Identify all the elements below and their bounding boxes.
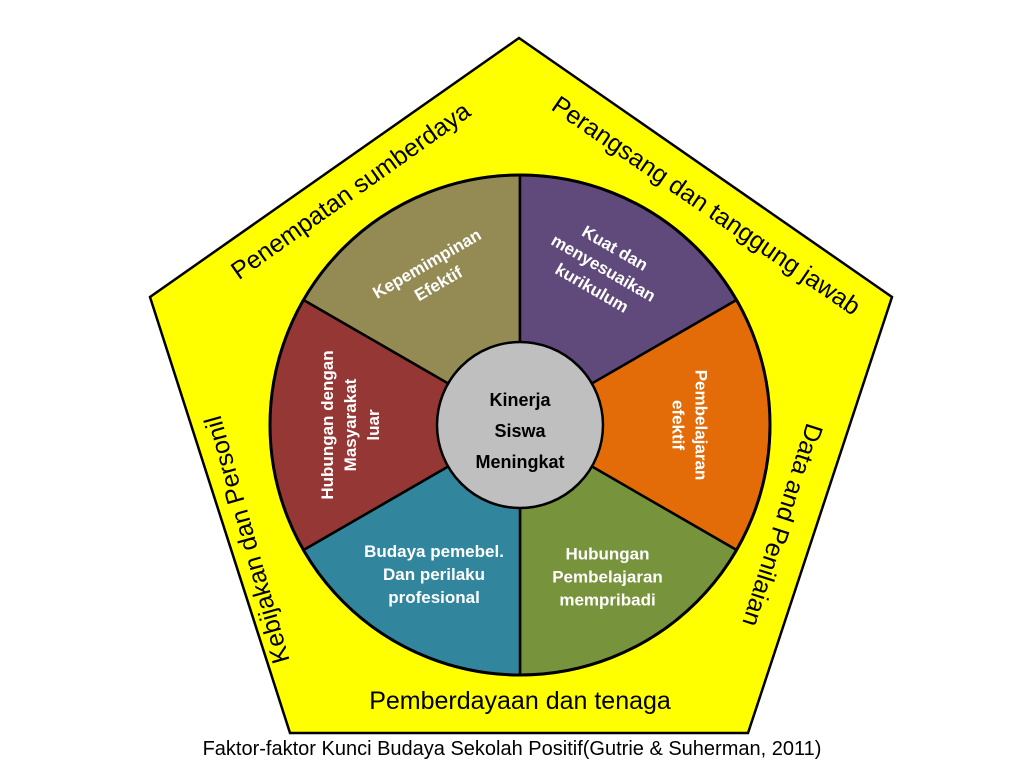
figure-caption: Faktor-faktor Kunci Budaya Sekolah Posit… [202, 738, 822, 760]
segment-label-line: profesional [388, 588, 480, 607]
segment-label-line: Pembelajaran [692, 370, 711, 481]
segment-label-line: Dan perilaku [383, 565, 485, 584]
segment-label-line: Pembelajaran [552, 568, 663, 587]
segment-label-line: efektif [669, 400, 688, 450]
segment-label-line: mempribadi [559, 591, 655, 610]
edge-label-bottom: Pemberdayaan dan tenaga [369, 687, 671, 715]
segment-label-line: luar [364, 409, 383, 441]
pentagon-diagram: Penempatan sumberdaya Perangsang dan tan… [148, 36, 894, 735]
segment-label-line: Budaya pemebel. [364, 542, 504, 561]
segment-label-line: Hubungan [565, 545, 649, 564]
center-circle [435, 340, 605, 510]
segment-label-line: Masyarakat [341, 378, 360, 471]
center-label-line-1: Kinerja [489, 390, 551, 410]
segment-label-budaya: Budaya pemebel. Dan perilaku profesional [364, 542, 504, 607]
wheel-outline [268, 173, 772, 677]
center-label-line-3: Meningkat [475, 452, 564, 472]
segment-label-line: Hubungan dengan [318, 350, 337, 499]
center-label-line-2: Siswa [494, 421, 546, 441]
